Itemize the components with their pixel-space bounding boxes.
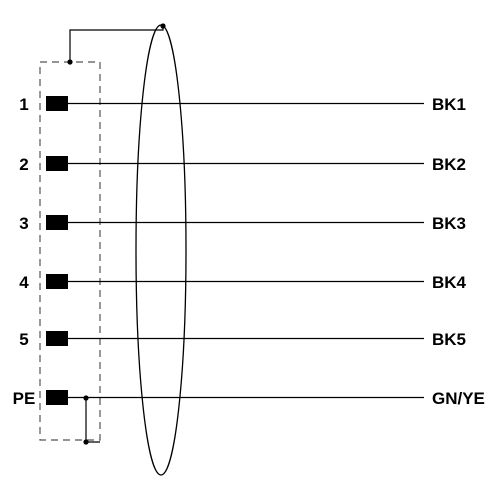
cable-shield-ellipse [135, 24, 187, 476]
pin-row-5: 5 BK5 [19, 330, 466, 349]
pin-contact [46, 331, 68, 346]
pe-housing-dot [83, 439, 89, 445]
pin-label: 2 [19, 155, 28, 174]
pin-row-2: 2 BK2 [19, 155, 466, 174]
pin-label: 5 [19, 330, 28, 349]
pin-label: 1 [19, 95, 28, 114]
pin-contact [46, 156, 68, 171]
shield-junction-dot [67, 59, 73, 65]
wire-color-label: BK4 [432, 273, 467, 292]
pin-row-4: 4 BK4 [19, 273, 466, 292]
shield-connection-line [69, 26, 164, 62]
wire-color-label: BK5 [432, 330, 466, 349]
pin-contact [46, 215, 68, 230]
pin-label: 4 [19, 273, 29, 292]
pin-contact [46, 390, 68, 405]
pin-label: PE [13, 389, 36, 408]
pin-row-1: 1 BK1 [19, 95, 466, 114]
pin-contact [46, 96, 68, 111]
connector-housing-outline [39, 61, 101, 441]
wire-color-label: BK2 [432, 155, 466, 174]
pin-contact [46, 274, 68, 289]
wire-color-label: GN/YE [432, 389, 485, 408]
pin-label: 3 [19, 214, 28, 233]
pin-row-3: 3 BK3 [19, 214, 466, 233]
wire-color-label: BK3 [432, 214, 466, 233]
wire-color-label: BK1 [432, 95, 466, 114]
pe-housing-bond-line [85, 398, 100, 443]
pin-row-pe: PE GN/YE [13, 389, 485, 408]
